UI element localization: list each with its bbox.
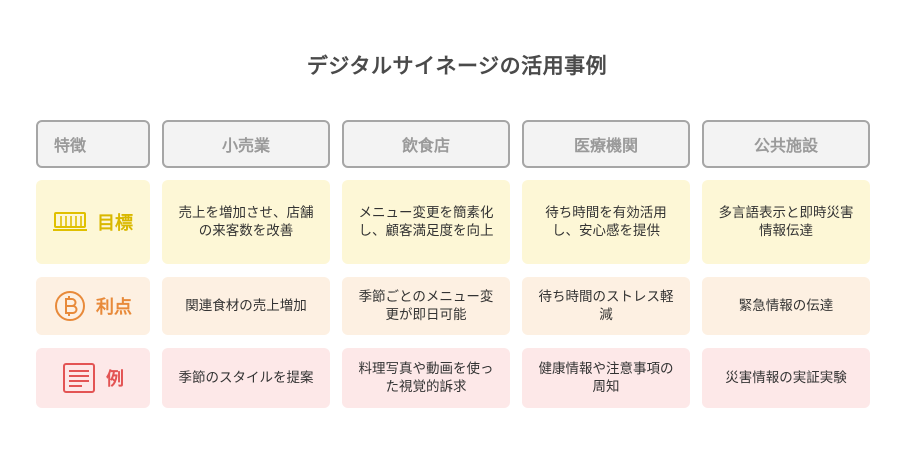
header-medical: 医療機関: [522, 120, 690, 168]
cell-goal-medical: 待ち時間を有効活用し、安心感を提供: [522, 180, 690, 264]
row-label-text: 利点: [96, 297, 132, 318]
cell-benefit-medical: 待ち時間のストレス軽減: [522, 277, 690, 335]
document-list-icon: [63, 363, 95, 393]
cell-goal-restaurant: メニュー変更を簡素化し、顧客満足度を向上: [342, 180, 510, 264]
page-title: デジタルサイネージの活用事例: [306, 54, 608, 78]
cell-benefit-retail: 関連食材の売上増加: [162, 277, 330, 335]
cell-example-retail: 季節のスタイルを提案: [162, 348, 330, 408]
cell-example-public: 災害情報の実証実験: [702, 348, 870, 408]
row-label-goal: 目標: [36, 180, 150, 264]
billboard-icon: [53, 212, 87, 231]
cell-example-medical: 健康情報や注意事項の周知: [522, 348, 690, 408]
cell-example-restaurant: 料理写真や動画を使った視覚的訴求: [342, 348, 510, 408]
row-label-text: 例: [106, 369, 124, 390]
row-label-benefit: 利点: [36, 277, 150, 335]
cell-benefit-restaurant: 季節ごとのメニュー変更が即日可能: [342, 277, 510, 335]
cell-goal-retail: 売上を増加させ、店舗の来客数を改善: [162, 180, 330, 264]
cell-benefit-public: 緊急情報の伝達: [702, 277, 870, 335]
header-public: 公共施設: [702, 120, 870, 168]
row-label-example: 例: [36, 348, 150, 408]
cell-goal-public: 多言語表示と即時災害情報伝達: [702, 180, 870, 264]
header-retail: 小売業: [162, 120, 330, 168]
bitcoin-circle-icon: [55, 291, 85, 321]
header-feature: 特徴: [36, 120, 150, 168]
header-restaurant: 飲食店: [342, 120, 510, 168]
row-label-text: 目標: [97, 213, 133, 234]
